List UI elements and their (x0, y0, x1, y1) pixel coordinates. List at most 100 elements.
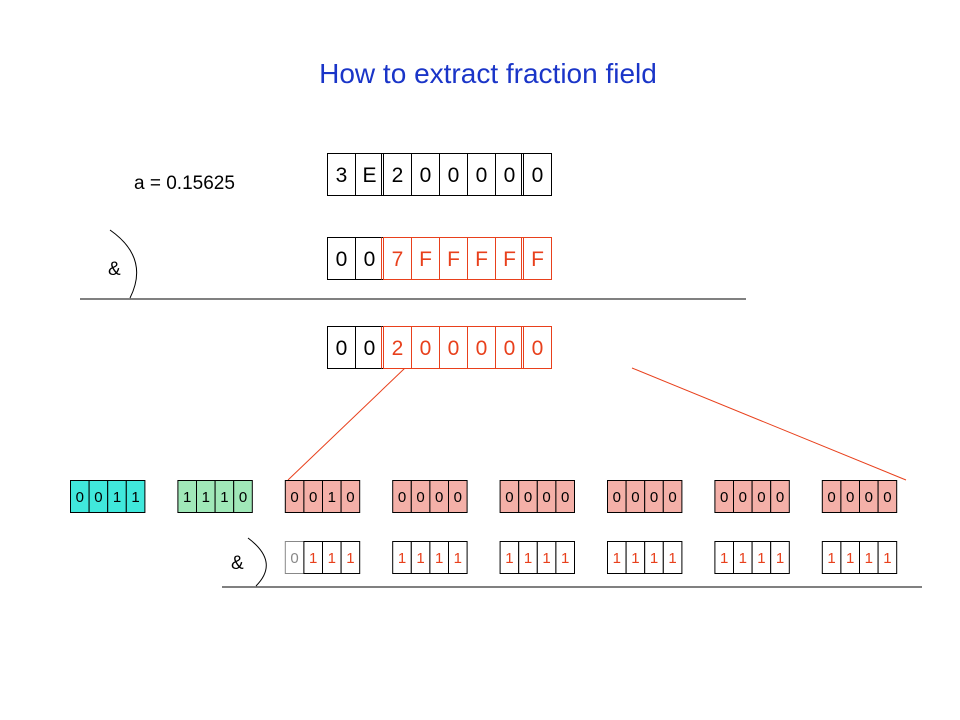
hex-digit: 0 (532, 164, 544, 187)
binary-bit: 0 (561, 489, 569, 506)
hex-box (523, 326, 552, 369)
mask-bit: 1 (524, 550, 532, 567)
hex-digit: 0 (420, 337, 432, 360)
hex-box (523, 237, 552, 280)
binary-bit: 0 (650, 489, 658, 506)
binary-bit-box (877, 480, 898, 513)
hex-digit: F (419, 248, 432, 271)
binary-bit: 1 (328, 489, 336, 506)
page-title: How to extract fraction field (319, 58, 657, 89)
hex-digit: F (531, 248, 544, 271)
mask-bit: 1 (776, 550, 784, 567)
binary-bit: 0 (542, 489, 550, 506)
mask-bit: 1 (757, 550, 765, 567)
binary-bit: 1 (113, 489, 121, 506)
hex-box (355, 153, 384, 196)
hex-box (495, 237, 524, 280)
mask-bit: 1 (631, 550, 639, 567)
hex-digit: 7 (392, 248, 404, 271)
binary-bit-box (125, 480, 146, 513)
hex-digit: 0 (336, 248, 348, 271)
mask-bit: 1 (542, 550, 550, 567)
mask-bit: 1 (613, 550, 621, 567)
mask-bit: 1 (505, 550, 513, 567)
hex-digit: 3 (336, 164, 348, 187)
hex-digit: 0 (336, 337, 348, 360)
binary-bit: 0 (398, 489, 406, 506)
hex-box (327, 326, 356, 369)
mask-bit: 1 (346, 550, 354, 567)
zoom-line-left (287, 367, 406, 481)
mask-bit: 1 (883, 550, 891, 567)
mask-bit-box (340, 541, 361, 574)
binary-bit: 0 (668, 489, 676, 506)
hex-digit: E (362, 164, 376, 187)
hex-box (495, 326, 524, 369)
binary-bit: 0 (94, 489, 102, 506)
mask-bit: 1 (846, 550, 854, 567)
hex-box (439, 153, 468, 196)
hex-box (383, 153, 412, 196)
mask-bit-box (662, 541, 683, 574)
mask-bit: 1 (668, 550, 676, 567)
binary-bit: 0 (239, 489, 247, 506)
hex-digit: 2 (392, 337, 404, 360)
hex-box (467, 153, 496, 196)
binary-bit: 0 (739, 489, 747, 506)
and-operator-bracket-1 (109, 229, 138, 299)
binary-bit: 0 (846, 489, 854, 506)
binary-bit: 0 (720, 489, 728, 506)
hex-box (439, 326, 468, 369)
mask-bit: 1 (865, 550, 873, 567)
hex-digit: 0 (364, 248, 376, 271)
binary-bit-box (555, 480, 576, 513)
binary-bit: 1 (202, 489, 210, 506)
mask-bit: 1 (739, 550, 747, 567)
mask-bit: 1 (328, 550, 336, 567)
mask-bit-box (555, 541, 576, 574)
hex-box (467, 237, 496, 280)
mask-bit: 1 (720, 550, 728, 567)
mask-bit: 1 (398, 550, 406, 567)
mask-bit-box (770, 541, 790, 574)
hex-digit: 0 (504, 337, 516, 360)
binary-bit-box (233, 480, 253, 513)
hex-digit: F (475, 248, 488, 271)
and-operator-2: & (231, 553, 244, 574)
binary-bit-box (662, 480, 683, 513)
binary-bit: 0 (454, 489, 462, 506)
hex-box (523, 153, 552, 196)
hex-box (327, 237, 356, 280)
binary-bit-box (340, 480, 361, 513)
hex-digit: 0 (364, 337, 376, 360)
mask-bit: 1 (309, 550, 317, 567)
zoom-line-right (631, 367, 907, 481)
mask-bit: 1 (650, 550, 658, 567)
mask-bit-box (448, 541, 468, 574)
binary-bit: 0 (883, 489, 891, 506)
binary-bit: 0 (309, 489, 317, 506)
mask-bit: 1 (561, 550, 569, 567)
hex-digit: 0 (448, 337, 460, 360)
and-operator-bracket-2 (247, 537, 267, 587)
hex-digit: 0 (420, 164, 432, 187)
hex-digit: F (503, 248, 516, 271)
variable-label: a = 0.15625 (134, 173, 235, 194)
hex-box (411, 237, 440, 280)
binary-bit: 0 (827, 489, 835, 506)
binary-bit: 0 (865, 489, 873, 506)
hex-box (467, 326, 496, 369)
binary-bit: 0 (346, 489, 354, 506)
binary-bit-box (448, 480, 468, 513)
hex-box (411, 326, 440, 369)
mask-bit: 1 (435, 550, 443, 567)
hex-box (383, 237, 412, 280)
binary-bit: 0 (290, 489, 298, 506)
hex-box (383, 326, 412, 369)
hex-digit: 0 (448, 164, 460, 187)
and-operator-1: & (108, 259, 121, 280)
binary-bit: 0 (505, 489, 513, 506)
hex-digit: 0 (504, 164, 516, 187)
